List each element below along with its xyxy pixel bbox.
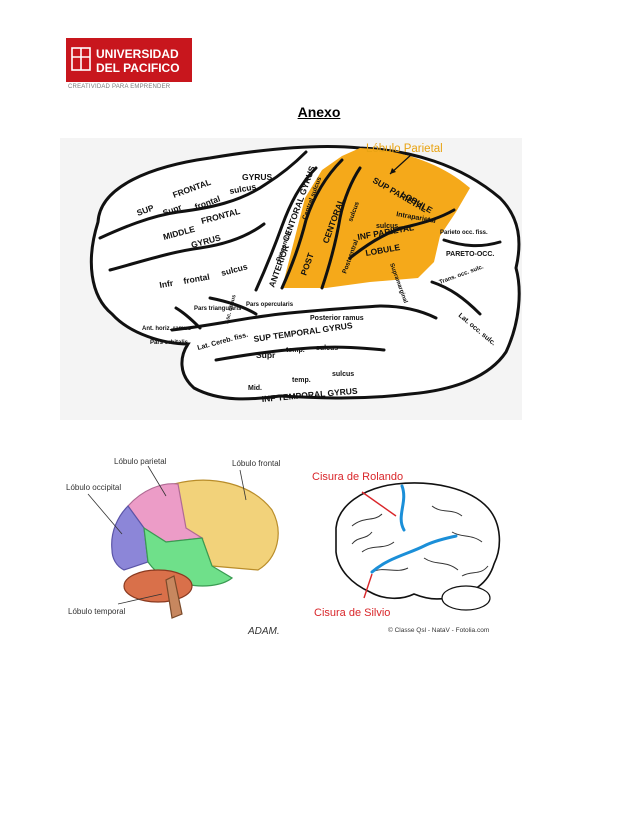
- label-sulcus5: sulcus: [316, 345, 338, 352]
- logo-line1: UNIVERSIDAD: [96, 47, 179, 61]
- label-lobulo-parietal-2: Lóbulo parietal: [114, 457, 167, 466]
- silvio-pointer: [363, 573, 373, 599]
- label-cisura-silvio: Cisura de Silvio: [314, 607, 390, 619]
- adam-brand: ADAM.: [247, 626, 280, 637]
- lateral-brain-diagram: GYRUS FRONTAL sulcus SUP Supr frontal MI…: [60, 138, 522, 420]
- frontal-lobe: [173, 479, 279, 571]
- label-lobulo-occipital: Lóbulo occipital: [66, 483, 121, 492]
- page-title: Anexo: [0, 104, 638, 120]
- label-sulcus4: sulcus: [376, 223, 398, 230]
- logo-tagline: CREATIVIDAD PARA EMPRENDER: [68, 84, 171, 90]
- label-gyrus: GYRUS: [242, 172, 273, 182]
- label-frontal4: frontal: [183, 272, 211, 286]
- label-mid: Mid.: [248, 385, 262, 392]
- label-temp2: temp.: [292, 377, 311, 384]
- rolando-fissure: [399, 484, 406, 532]
- university-logo: UNIVERSIDAD DEL PACIFICO: [66, 38, 192, 82]
- label-infr: Infr: [159, 278, 175, 290]
- label-posterior-ramus: Posterior ramus: [310, 315, 364, 322]
- brainstem: [165, 575, 183, 619]
- label-temp: temp.: [286, 347, 305, 354]
- page-title-text: Anexo: [297, 104, 341, 120]
- cerebellum: [123, 569, 193, 603]
- arrowhead-icon: [390, 168, 396, 174]
- label-lobulo-frontal: Lóbulo frontal: [232, 459, 281, 468]
- label-ant-horiz-ramus: Ant. horiz. ramus: [142, 326, 192, 332]
- label-sulcus1: sulcus: [229, 181, 258, 196]
- rolando-pointer: [361, 491, 397, 517]
- label-pars-triangularis: Pars triangularis: [194, 306, 242, 312]
- image-credit: © Classe Qsl - NataV - Fotolia.com: [388, 626, 489, 634]
- logo-line2: DEL PACIFICO: [96, 61, 180, 75]
- parietal-lobe-region: [282, 148, 470, 288]
- cerebellum-outline: [441, 585, 491, 611]
- label-parieto-occ-fiss: Parieto occ. fiss.: [440, 230, 488, 236]
- label-supr2: Supr: [256, 350, 276, 360]
- silvio-fissure: [370, 534, 458, 574]
- label-cisura-rolando: Cisura de Rolando: [312, 471, 403, 483]
- brain-fissures-figure: Cisura de Rolando Cisura de Silvio © Cla…: [312, 471, 501, 634]
- label-pars-opercularis: Pars opercularis: [246, 302, 294, 308]
- label-lobulo-parietal: Lóbulo Parietal: [366, 143, 443, 155]
- label-pars-orbitalis: Pars orbitalis: [150, 340, 189, 346]
- label-lobulo-temporal: Lóbulo temporal: [68, 607, 126, 616]
- brain-lobes-figure: Lóbulo parietal Lóbulo frontal Lóbulo oc…: [66, 457, 281, 637]
- label-sulcus6: sulcus: [332, 371, 354, 378]
- shield-icon: [71, 47, 91, 71]
- label-pareto-occ: PARETO-OCC.: [446, 251, 494, 258]
